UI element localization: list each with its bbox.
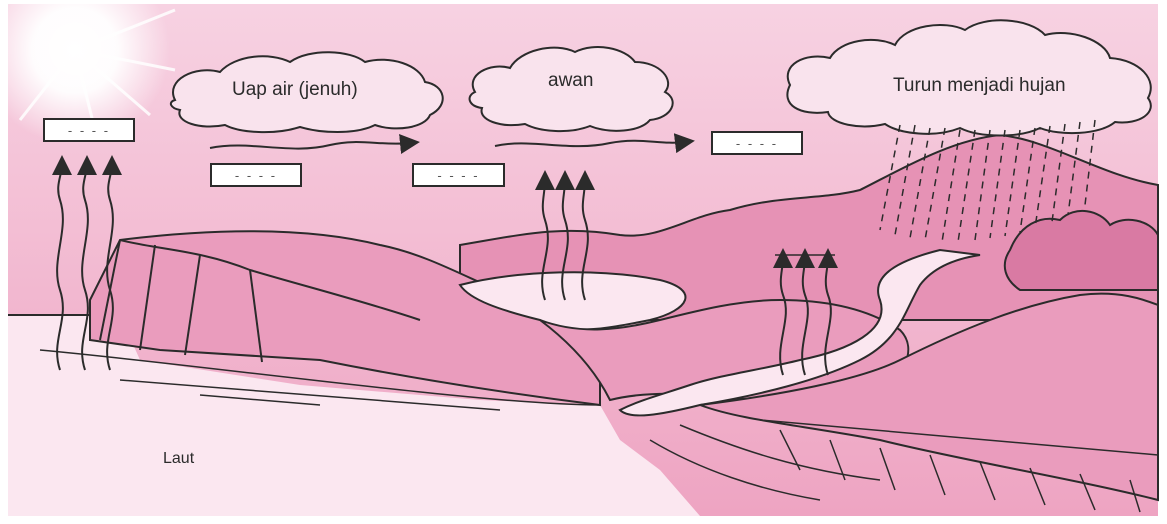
answer-blank-4[interactable]: - - - - bbox=[711, 131, 803, 155]
answer-blank-2[interactable]: - - - - bbox=[210, 163, 302, 187]
label-laut: Laut bbox=[163, 450, 194, 468]
label-uap-air: Uap air (jenuh) bbox=[232, 79, 358, 101]
answer-blank-1[interactable]: - - - - bbox=[43, 118, 135, 142]
label-awan: awan bbox=[548, 70, 593, 92]
answer-blank-3[interactable]: - - - - bbox=[412, 163, 505, 187]
label-turun-hujan: Turun menjadi hujan bbox=[893, 75, 1066, 97]
